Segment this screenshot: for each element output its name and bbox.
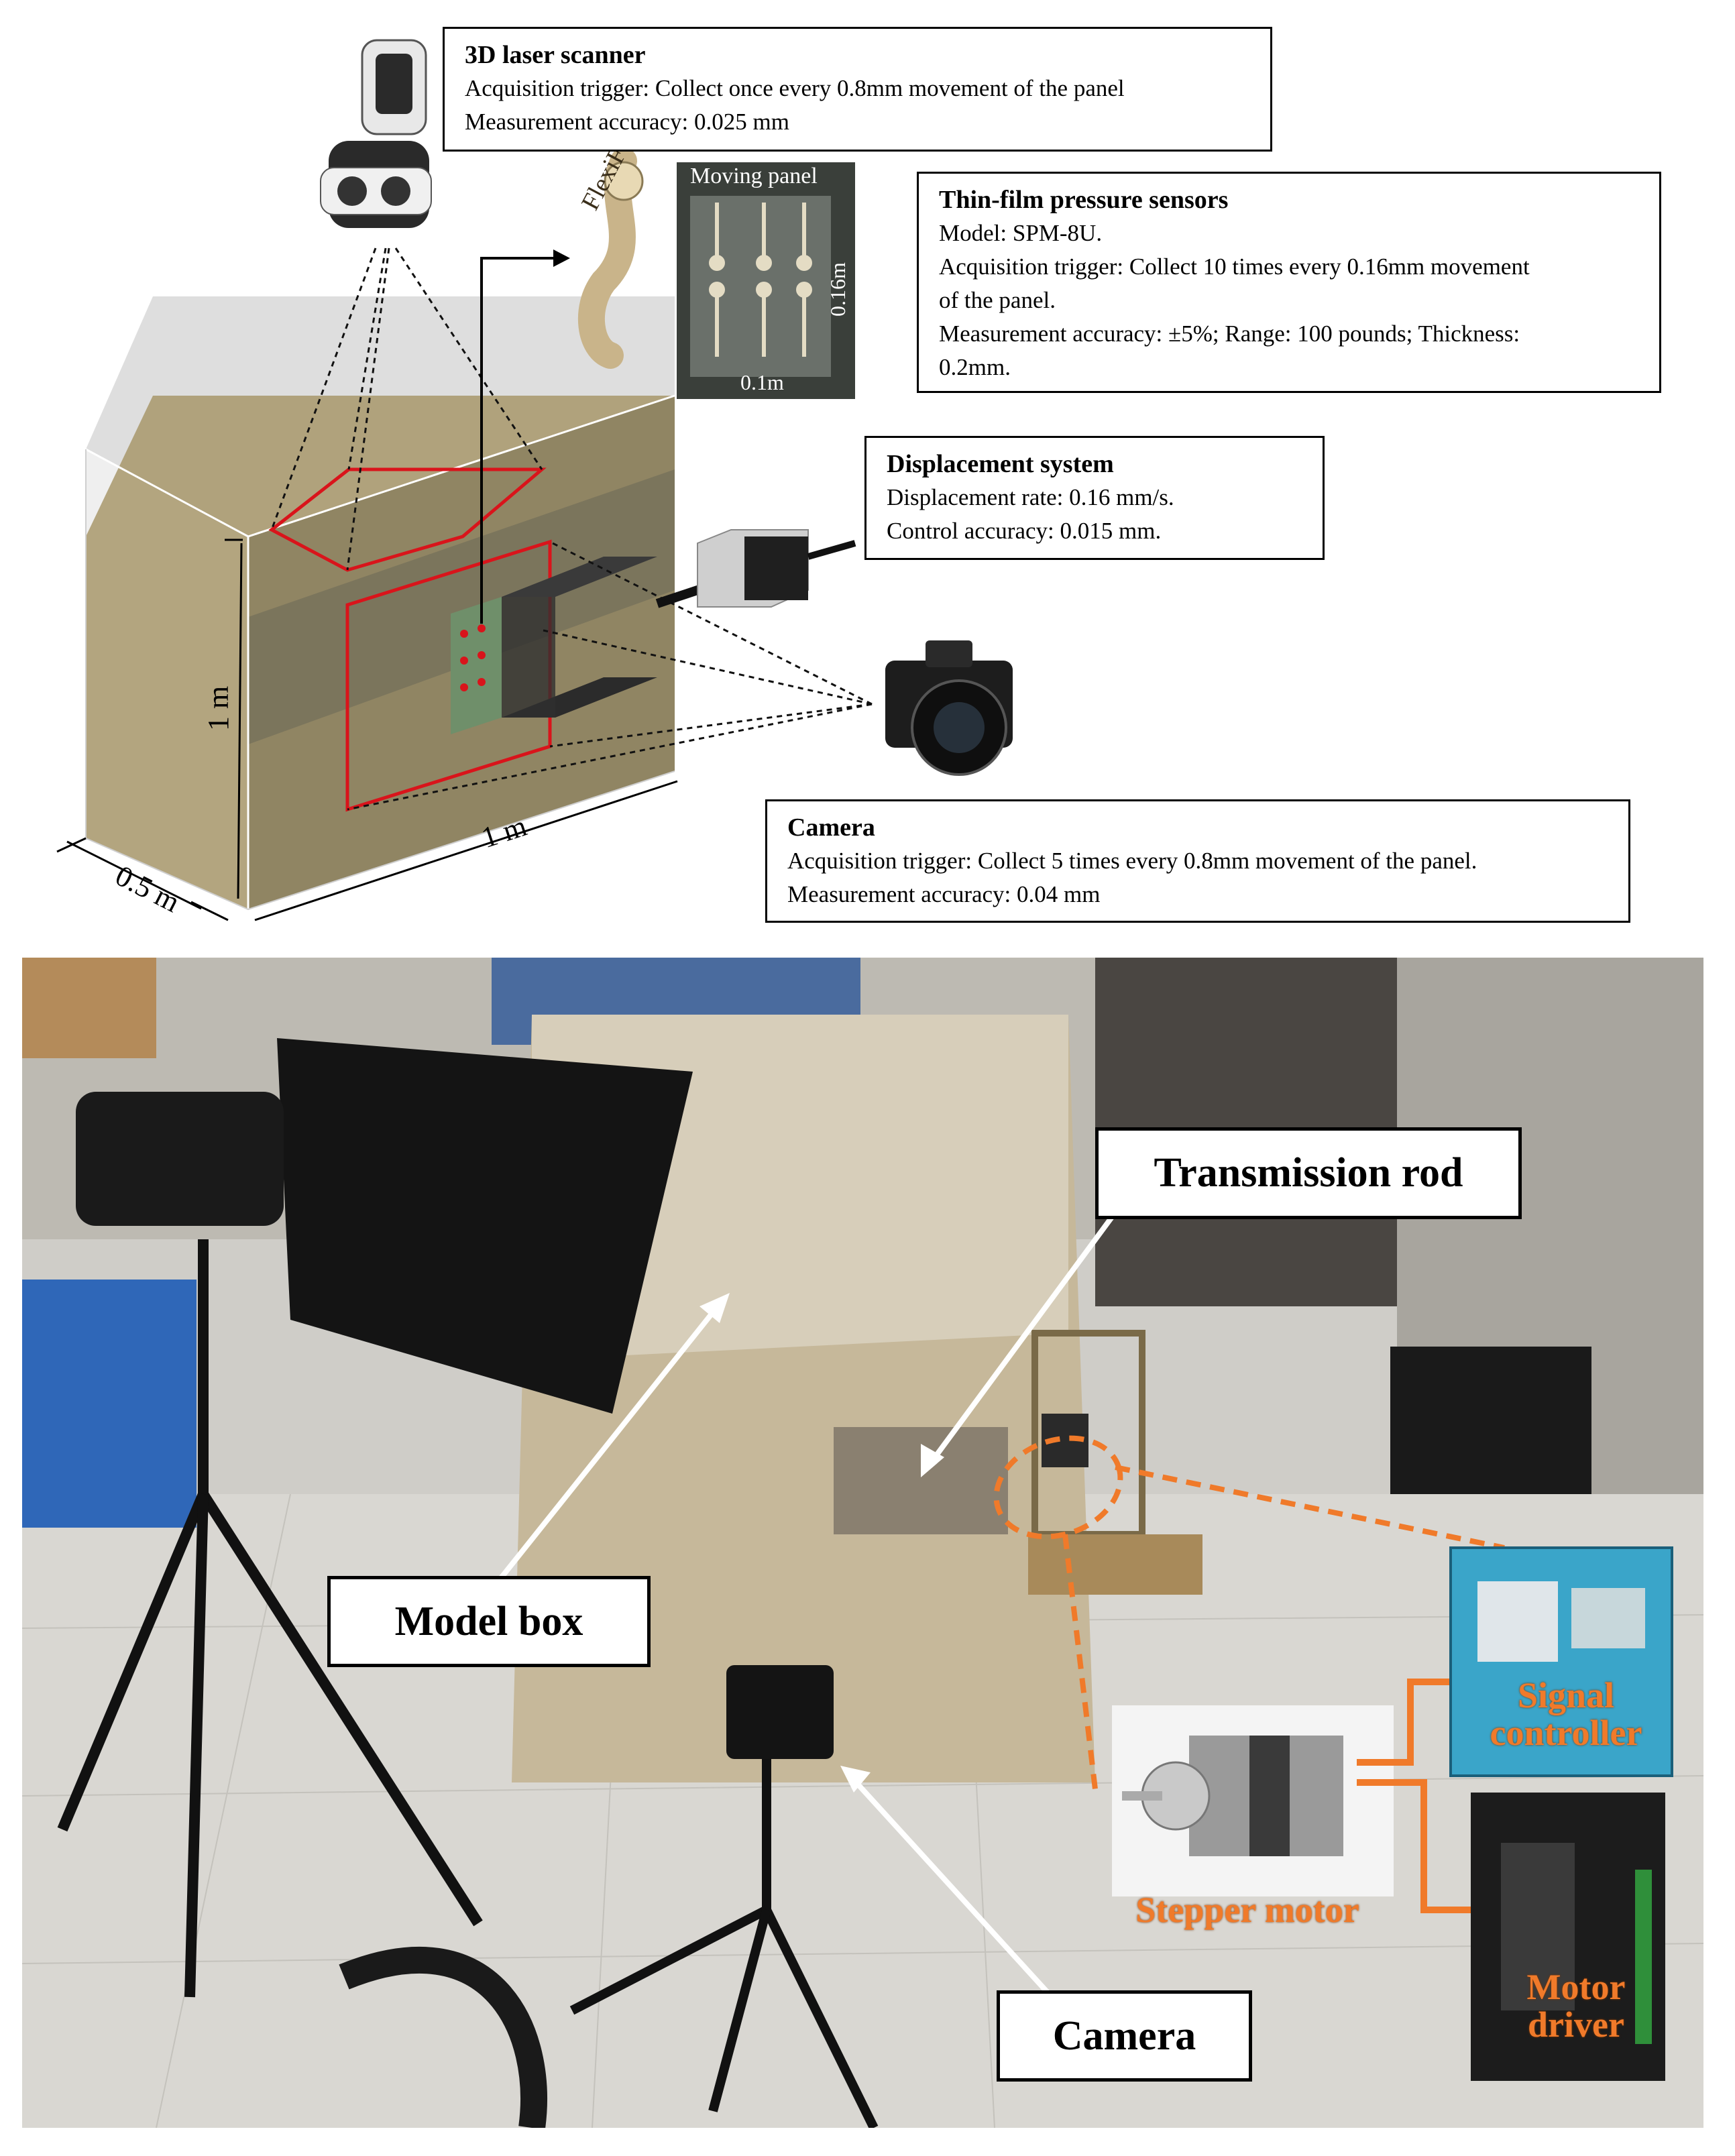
label-signal-controller: Signal controller: [1490, 1675, 1642, 1753]
label-model-box: Model box: [327, 1576, 651, 1667]
scanner-projection: [270, 247, 543, 571]
panel-dim-height: 0.16m: [826, 262, 850, 317]
rail-body: [502, 597, 555, 718]
displacement-line-1: Displacement rate: 0.16 mm/s.: [887, 484, 1174, 510]
schematic-diagram: [56, 39, 1013, 921]
panel-photo: Moving panel 0.16m 0.1m: [677, 162, 855, 399]
motor-shaft: [807, 540, 856, 560]
label-transmission-rod: Transmission rod: [1095, 1127, 1522, 1219]
soil-band: [248, 469, 675, 744]
box-edge: [85, 449, 675, 911]
flexiforce-pad: [604, 161, 644, 201]
pointer-arrowhead: [553, 249, 570, 267]
camera-projection: [347, 541, 873, 811]
scanner-device: [320, 39, 432, 228]
sensors-line-2: Acquisition trigger: Collect 10 times ev…: [939, 253, 1530, 280]
sensors-line-5: 0.2mm.: [939, 354, 1011, 380]
rail-top: [502, 557, 657, 597]
scanner-line-1: Acquisition trigger: Collect once every …: [465, 75, 1125, 101]
moving-panel: [451, 597, 502, 734]
sensor-dots: [460, 624, 486, 691]
label-motor-driver: Motor driver: [1526, 1967, 1626, 2045]
camera-title: Camera: [787, 813, 875, 842]
displacement-title: Displacement system: [887, 450, 1114, 478]
sensors-info-box: Thin-film pressure sensors Model: SPM-8U…: [917, 172, 1661, 393]
sensors-line-3: of the panel.: [939, 287, 1056, 313]
scanner-title: 3D laser scanner: [465, 41, 646, 69]
label-stepper-motor: Stepper motor: [1135, 1890, 1359, 1930]
panel-dim-width: 0.1m: [740, 370, 784, 394]
displacement-info-box: Displacement system Displacement rate: 0…: [864, 436, 1325, 560]
scan-area-frame: [268, 467, 547, 572]
camera-info-box: Camera Acquisition trigger: Collect 5 ti…: [765, 799, 1630, 923]
scanner-info-box: 3D laser scanner Acquisition trigger: Co…: [443, 27, 1272, 152]
panel-photo-art: [690, 196, 831, 377]
dimension-lines: [56, 538, 678, 921]
label-camera: Camera: [997, 1990, 1252, 2082]
sensors-line-4: Measurement accuracy: ±5%; Range: 100 po…: [939, 321, 1520, 347]
camera-line-2: Measurement accuracy: 0.04 mm: [787, 881, 1101, 907]
camera-device: [885, 640, 1013, 776]
camera-line-1: Acquisition trigger: Collect 5 times eve…: [787, 848, 1477, 874]
sensors-title: Thin-film pressure sensors: [939, 186, 1229, 214]
pointer-line: [480, 257, 557, 624]
displacement-line-2: Control accuracy: 0.015 mm.: [887, 518, 1162, 544]
dim-height: 1 m: [202, 685, 235, 731]
sensors-line-1: Model: SPM-8U.: [939, 220, 1103, 246]
scanner-line-2: Measurement accuracy: 0.025 mm: [465, 109, 789, 135]
panel-photo-title: Moving panel: [690, 164, 818, 188]
motor-core: [744, 536, 808, 600]
